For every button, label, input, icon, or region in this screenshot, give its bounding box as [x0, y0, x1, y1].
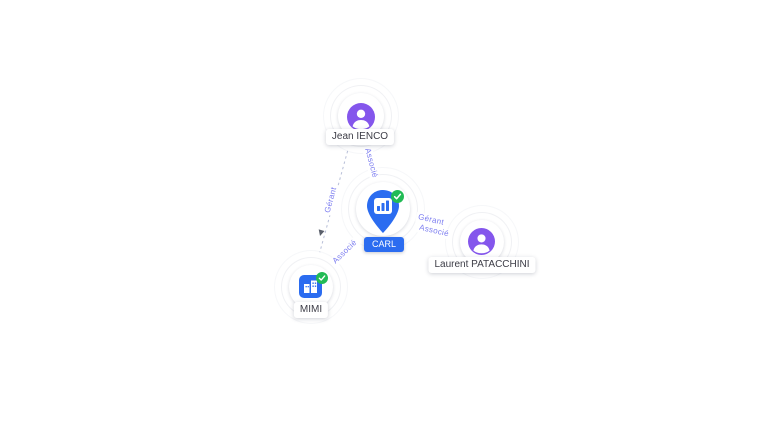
edge-jean-carl: [363, 136, 379, 190]
verified-check-icon-carl: [391, 190, 404, 203]
node-label-carl[interactable]: CARL: [363, 237, 405, 252]
company-chart-glyph: [377, 200, 389, 211]
node-label-jean-ienco[interactable]: Jean IENCO: [325, 129, 395, 145]
person-icon: [347, 103, 375, 131]
node-mimi[interactable]: [299, 275, 322, 298]
node-jean-ienco[interactable]: [347, 103, 375, 131]
node-label-laurent-patacchini[interactable]: Laurent PATACCHINI: [428, 257, 536, 273]
verified-check-icon-mimi: [316, 271, 328, 284]
arrowhead-to-mimi-from-jean: [318, 229, 325, 236]
node-carl[interactable]: [366, 190, 400, 234]
map-pin-icon: [367, 190, 399, 233]
company-icon: [299, 275, 322, 298]
node-laurent-patacchini[interactable]: [468, 228, 495, 255]
arrowhead-to-carl-from-mimi: [360, 232, 367, 239]
person-icon: [468, 228, 495, 255]
node-label-mimi[interactable]: MIMI: [293, 302, 329, 318]
